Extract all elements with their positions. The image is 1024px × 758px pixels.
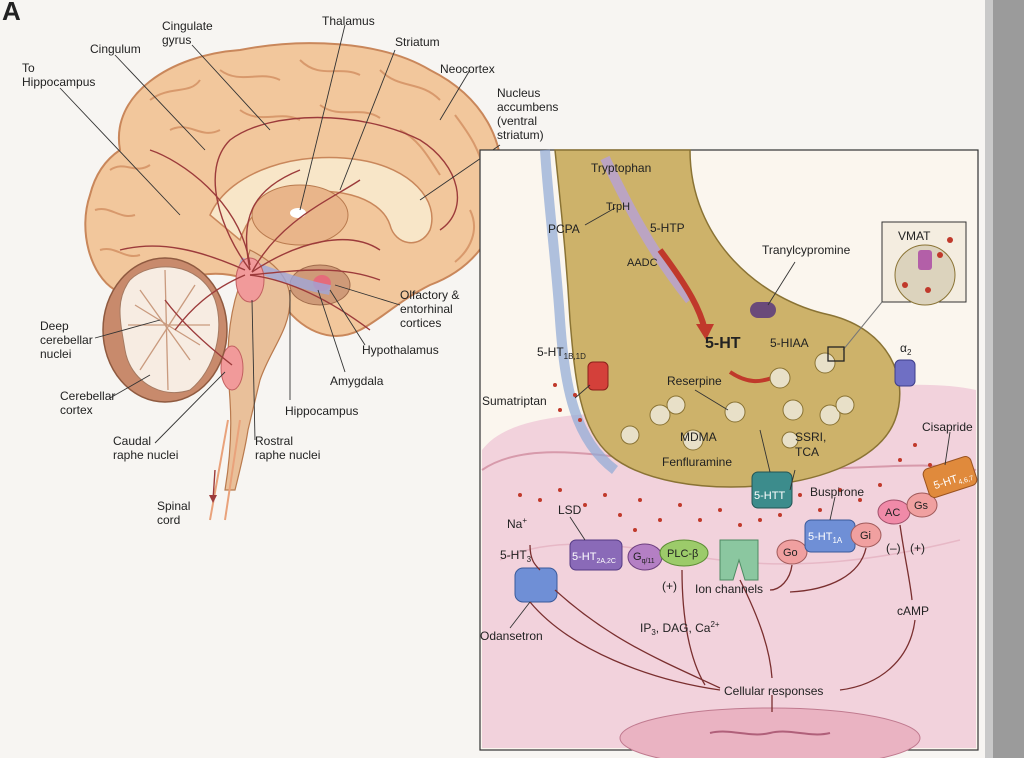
- label-caudal-raphe-1: Caudal: [113, 434, 151, 448]
- label-neocortex: Neocortex: [440, 62, 495, 76]
- label-cingulate-gyrus-2: gyrus: [162, 33, 191, 47]
- label-mdma: MDMA: [680, 430, 717, 444]
- receptor-5ht1b1d: [587, 361, 609, 391]
- label-olfactory-2: entorhinal: [400, 302, 453, 316]
- go-protein: [776, 539, 808, 565]
- caudal-raphe-nuclei: [220, 345, 244, 391]
- label-plus-1: (+): [662, 579, 677, 593]
- label-5ht: 5-HT: [705, 335, 741, 352]
- synthesis-arrow: [657, 248, 708, 331]
- label-cerebellar-cortex-1: Cerebellar: [60, 389, 115, 403]
- serotonergic-projections: [119, 116, 459, 366]
- label-cingulum: Cingulum: [90, 42, 141, 56]
- label-go: Go: [783, 547, 798, 559]
- label-deep-cerebellar-1: Deep: [40, 319, 69, 333]
- label-to-hippocampus-2: Hippocampus: [22, 75, 95, 89]
- label-sumatriptan: Sumatriptan: [482, 394, 547, 408]
- label-thalamus: Thalamus: [322, 14, 375, 28]
- label-pcpa: PCPA: [548, 222, 580, 236]
- five-htt-transporter: [751, 471, 793, 509]
- label-5htp: 5-HTP: [650, 221, 685, 235]
- label-rostral-raphe-2: raphe nuclei: [255, 448, 320, 462]
- label-nucleus-accumbens-2: accumbens: [497, 100, 558, 114]
- label-vmat: VMAT: [898, 229, 931, 243]
- label-na: Na+: [507, 516, 527, 531]
- vmat-inset: [827, 221, 967, 362]
- label-striatum: Striatum: [395, 35, 440, 49]
- label-tranylcypromine: Tranylcypromine: [762, 243, 851, 257]
- label-spinal-cord-2: cord: [157, 513, 180, 527]
- panel-a-leaders: [59, 24, 501, 444]
- label-deep-cerebellar-3: nuclei: [40, 347, 71, 361]
- label-gs: Gs: [914, 500, 929, 512]
- label-alpha2: α2: [900, 341, 912, 357]
- label-cerebellar-cortex-2: cortex: [60, 403, 93, 417]
- cerebellum: [102, 257, 228, 403]
- label-5ht2: 5-HT2A,2C: [572, 551, 616, 565]
- label-nucleus-accumbens-3: (ventral: [497, 114, 537, 128]
- gs-protein: [906, 492, 938, 518]
- label-ac: AC: [885, 507, 900, 519]
- label-tryptophan: Tryptophan: [591, 161, 651, 175]
- spinal-cord: [209, 419, 241, 521]
- label-lsd: LSD: [558, 503, 582, 517]
- label-plc: PLC-β: [667, 548, 698, 560]
- label-tca: TCA: [795, 445, 819, 459]
- label-gq: Gq/11: [633, 551, 655, 565]
- label-deep-cerebellar-2: cerebellar: [40, 333, 93, 347]
- label-trph: TrpH: [606, 201, 630, 213]
- receptor-5ht2: [569, 539, 623, 571]
- label-ip3-dag-ca: IP3, DAG, Ca2+: [640, 620, 720, 637]
- mao-enzyme: [750, 302, 776, 318]
- label-ssri: SSRI,: [795, 430, 826, 444]
- label-spinal-cord-1: Spinal: [157, 499, 190, 513]
- label-fenfluramine: Fenfluramine: [662, 455, 732, 469]
- label-hippocampus: Hippocampus: [285, 404, 358, 418]
- label-gi: Gi: [860, 530, 871, 542]
- label-odansetron: Odansetron: [480, 629, 543, 643]
- label-olfactory-3: cortices: [400, 316, 441, 330]
- panel-b-leaders: [509, 207, 951, 629]
- label-cingulate-gyrus-1: Cingulate: [162, 19, 213, 33]
- label-reserpine: Reserpine: [667, 374, 722, 388]
- label-ion-channels: Ion channels: [695, 582, 763, 596]
- label-rostral-raphe-1: Rostral: [255, 434, 293, 448]
- panel-a-letter: A: [2, 0, 21, 26]
- receptor-alpha2: [894, 359, 916, 387]
- label-hypothalamus: Hypothalamus: [362, 343, 439, 357]
- plc-beta: [659, 539, 709, 567]
- label-to-hippocampus-1: To: [22, 61, 35, 75]
- label-cisapride: Cisapride: [922, 420, 973, 434]
- ion-channel: [719, 539, 759, 581]
- panel-b: B: [479, 149, 979, 758]
- signal-arrows: [529, 524, 916, 712]
- label-buspirone: Buspirone: [810, 485, 864, 499]
- label-5ht1a: 5-HT1A: [808, 531, 843, 545]
- label-nucleus-accumbens-4: striatum): [497, 128, 544, 142]
- label-caudal-raphe-2: raphe nuclei: [113, 448, 178, 462]
- page-edge-shadow: [992, 0, 1024, 758]
- receptor-5ht3: [514, 567, 558, 603]
- label-aadc: AADC: [627, 257, 658, 269]
- label-olfactory-1: Olfactory &: [400, 288, 459, 302]
- label-minus: (–): [886, 541, 901, 555]
- label-cellular-responses: Cellular responses: [724, 684, 823, 698]
- label-5ht1b1d: 5-HT1B,1D: [537, 345, 586, 361]
- label-5ht3: 5-HT3: [500, 548, 532, 564]
- label-nucleus-accumbens-1: Nucleus: [497, 86, 540, 100]
- synaptic-serotonin: [518, 383, 932, 532]
- label-plus-2: (+): [910, 541, 925, 555]
- label-5hiaa: 5-HIAA: [770, 336, 809, 350]
- label-amygdala: Amygdala: [330, 374, 384, 388]
- gi-protein: [850, 522, 882, 548]
- vesicles: [620, 352, 855, 451]
- label-camp: cAMP: [897, 604, 929, 618]
- label-5htt: 5-HTT: [754, 490, 785, 502]
- panel-a: A: [2, 0, 558, 527]
